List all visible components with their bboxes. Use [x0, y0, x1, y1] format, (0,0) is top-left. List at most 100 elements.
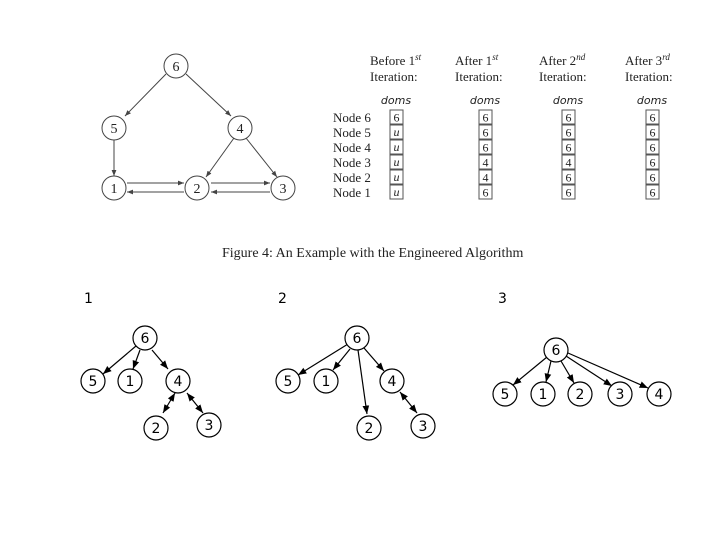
tree-node: 2 — [143, 415, 169, 441]
column-header-sup: st — [415, 52, 422, 62]
flow-graph-nodes: 6 5 4 1 2 3 — [101, 53, 296, 201]
cell-value: 6 — [483, 186, 489, 200]
tree-node: 3 — [607, 381, 633, 407]
column-header-sup: rd — [662, 52, 670, 62]
column-header-line1: After 1 — [455, 53, 492, 68]
column-header-sup: st — [492, 52, 499, 62]
column-header: Before 1st Iteration: doms — [370, 52, 422, 107]
cell-value: 6 — [483, 111, 489, 125]
graph-node: 6 — [163, 53, 189, 79]
tree-node: 2 — [567, 381, 593, 407]
graph-node-label: 1 — [111, 182, 118, 197]
cell-value: 6 — [566, 171, 572, 185]
svg-text:Before 1st: Before 1st — [370, 52, 422, 68]
table-row: Node 4 u 6 6 6 — [333, 139, 660, 155]
doms-label: doms — [637, 94, 667, 107]
dominator-tree-1 — [102, 345, 204, 414]
graph-node: 1 — [101, 175, 127, 201]
tree-node: 2 — [356, 415, 382, 441]
row-label: Node 1 — [333, 185, 371, 200]
column-header-line1: Before 1 — [370, 53, 415, 68]
dominator-tree-2 — [297, 343, 418, 415]
tree-2-nodes: 6 5 1 4 2 3 — [275, 325, 436, 441]
tree-node: 1 — [313, 368, 339, 394]
dominator-table: Before 1st Iteration: doms After 1st Ite… — [333, 52, 673, 200]
tree-node-label: 4 — [388, 374, 397, 390]
cell-value: u — [394, 185, 400, 199]
tree-node-label: 1 — [126, 374, 135, 390]
column-header-line2: Iteration: — [455, 69, 503, 84]
cell-value: 6 — [394, 111, 400, 125]
tree-edge — [162, 392, 176, 414]
tree-node-label: 4 — [655, 387, 664, 403]
flow-graph — [111, 73, 278, 195]
row-label: Node 3 — [333, 155, 371, 170]
tree-node-label: 6 — [141, 331, 150, 347]
cell-value: 6 — [650, 156, 656, 170]
tree-edge — [512, 356, 548, 386]
tree-label: 2 — [278, 291, 287, 307]
tree-edge — [297, 343, 349, 376]
cell-value: 6 — [566, 111, 572, 125]
tree-node-label: 1 — [322, 374, 331, 390]
cell-value: u — [394, 140, 400, 154]
tree-node-label: 4 — [174, 374, 183, 390]
tree-label: 1 — [84, 291, 93, 307]
table-row: Node 1 u 6 6 6 — [333, 184, 660, 200]
table-row: Node 2 u 4 6 6 — [333, 169, 660, 185]
tree-node: 4 — [379, 368, 405, 394]
tree-node-label: 5 — [284, 374, 293, 390]
cell-value: 6 — [483, 141, 489, 155]
column-header-sup: nd — [576, 52, 586, 62]
tree-node-label: 6 — [353, 331, 362, 347]
row-label: Node 2 — [333, 170, 371, 185]
edge-6-5 — [124, 73, 167, 117]
tree-edge — [357, 349, 370, 415]
tree-3-nodes: 6 5 1 2 3 4 — [492, 337, 672, 407]
tree-node: 5 — [275, 368, 301, 394]
svg-text:After 3rd: After 3rd — [625, 52, 670, 68]
cell-value: 6 — [566, 186, 572, 200]
tree-node-label: 3 — [205, 418, 214, 434]
cell-value: 6 — [483, 126, 489, 140]
edge-6-4 — [185, 73, 232, 117]
doms-label: doms — [470, 94, 500, 107]
tree-node: 4 — [646, 381, 672, 407]
svg-text:After 1st: After 1st — [455, 52, 499, 68]
tree-node: 4 — [165, 368, 191, 394]
column-header: After 3rd Iteration: doms — [625, 52, 673, 107]
svg-text:After 2nd: After 2nd — [539, 52, 586, 68]
cell-value: 6 — [650, 171, 656, 185]
graph-node-label: 6 — [173, 60, 180, 75]
tree-node: 3 — [196, 412, 222, 438]
column-header-line2: Iteration: — [370, 69, 418, 84]
column-header-line1: After 3 — [625, 53, 662, 68]
tree-node: 5 — [80, 368, 106, 394]
row-label: Node 5 — [333, 125, 371, 140]
tree-edge — [544, 360, 552, 383]
cell-value: 4 — [566, 156, 572, 170]
cell-value: 6 — [650, 186, 656, 200]
edge-4-2 — [205, 137, 235, 178]
tree-edge — [363, 347, 385, 372]
column-header-line2: Iteration: — [625, 69, 673, 84]
cell-value: 6 — [650, 126, 656, 140]
tree-node-label: 2 — [576, 387, 585, 403]
tree-node-label: 3 — [616, 387, 625, 403]
graph-node-label: 5 — [111, 122, 118, 137]
cell-value: 6 — [566, 141, 572, 155]
table-row: Node 6 6 6 6 6 — [333, 109, 660, 125]
graph-node-label: 2 — [194, 182, 201, 197]
column-header-line2: Iteration: — [539, 69, 587, 84]
tree-node: 3 — [410, 413, 436, 439]
tree-edge — [132, 349, 141, 370]
tree-edge — [567, 352, 649, 389]
tree-node: 6 — [543, 337, 569, 363]
table-row: Node 5 u 6 6 6 — [333, 124, 660, 140]
graph-node: 4 — [227, 115, 253, 141]
graph-node: 5 — [101, 115, 127, 141]
row-label: Node 6 — [333, 110, 371, 125]
tree-node: 1 — [530, 381, 556, 407]
tree-node: 6 — [344, 325, 370, 351]
